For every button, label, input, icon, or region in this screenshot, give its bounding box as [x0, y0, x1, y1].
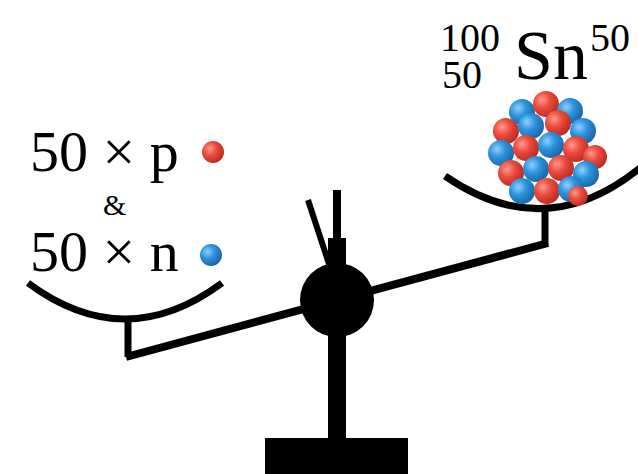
- mass-number: 100: [440, 18, 500, 58]
- left-pan: [28, 283, 222, 319]
- atomic-number: 50: [442, 55, 482, 95]
- particle-count: 50 × p: [30, 123, 179, 181]
- pan-stem: [125, 318, 132, 357]
- neutron-number: 50: [590, 18, 630, 58]
- particle-count: 50 × n: [30, 223, 179, 281]
- element-symbol: Sn: [514, 21, 588, 91]
- scale-pivot: [300, 263, 374, 337]
- proton-dot: [202, 141, 224, 163]
- scale-base: [265, 438, 408, 474]
- scale-needle: [308, 200, 329, 264]
- pan-stem: [542, 208, 549, 245]
- conjunction: &: [103, 190, 126, 220]
- neutron-dot: [200, 244, 222, 266]
- nucleus: [488, 91, 607, 206]
